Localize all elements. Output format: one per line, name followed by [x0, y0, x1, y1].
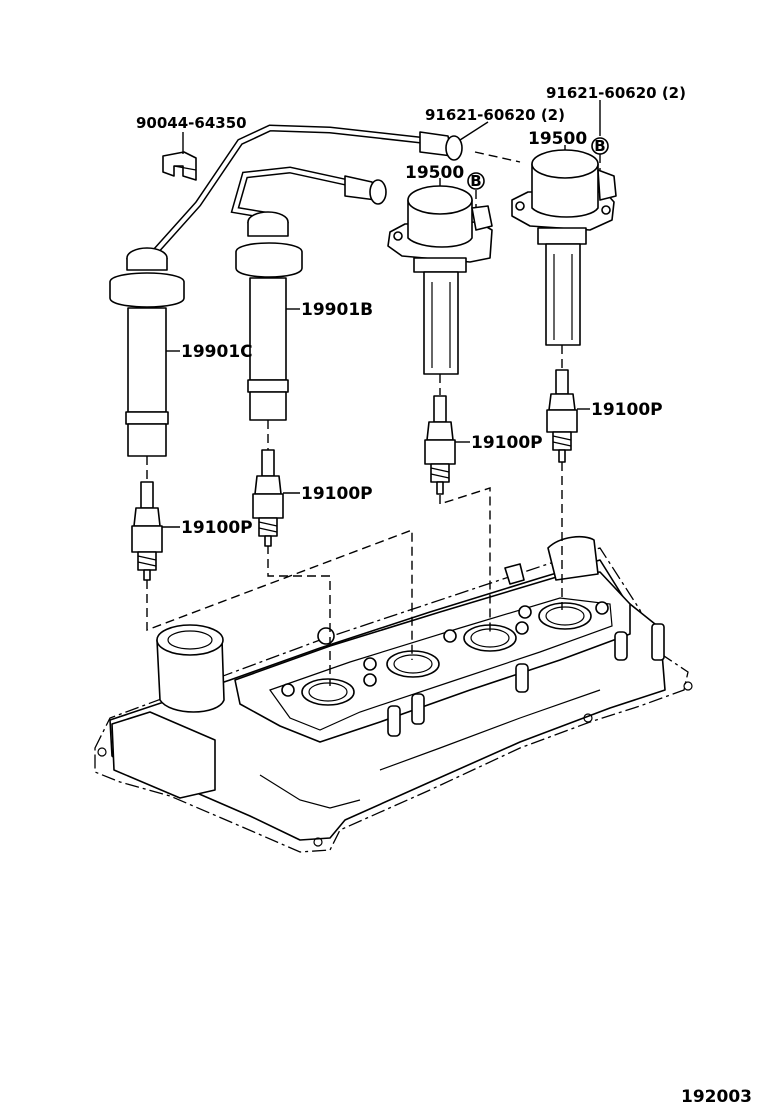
callout-plug-3: 19100P	[471, 433, 543, 453]
callout-cord-c: 19901C	[181, 342, 253, 362]
spark-plug-1	[131, 481, 163, 581]
spark-plug-4	[546, 369, 578, 463]
ignition-coil-right	[511, 149, 617, 346]
ref-marker-center-label: B	[470, 172, 481, 190]
callout-labels: 90044-64350 91621-60620 (2) 91621-60620 …	[136, 84, 686, 538]
ref-marker-center: B	[467, 172, 485, 190]
figure-number: 192003	[681, 1087, 752, 1107]
cord-clamp	[162, 151, 197, 181]
ref-marker-right-label: B	[594, 137, 605, 155]
ref-marker-right: B	[591, 137, 609, 155]
callout-coil-center: 19500	[405, 163, 464, 183]
cylinder-head-cover	[94, 535, 693, 853]
callout-plug-1: 19100P	[181, 518, 253, 538]
callout-bolt-center: 91621-60620 (2)	[425, 106, 565, 124]
callout-cord-b: 19901B	[301, 300, 373, 320]
callout-plug-2: 19100P	[301, 484, 373, 504]
callout-coil-right: 19500	[528, 129, 587, 149]
callout-bolt-right: 91621-60620 (2)	[546, 84, 686, 102]
leader-lines	[162, 100, 601, 528]
callout-plug-4: 19100P	[591, 400, 663, 420]
assembly-guide-lines	[146, 151, 601, 686]
high-tension-cord-b	[230, 166, 387, 421]
high-tension-cord-c	[109, 124, 463, 457]
callout-clip: 90044-64350	[136, 114, 247, 132]
spark-plug-3	[424, 395, 456, 495]
ignition-coil-center	[387, 185, 493, 375]
spark-plug-2	[252, 449, 284, 547]
